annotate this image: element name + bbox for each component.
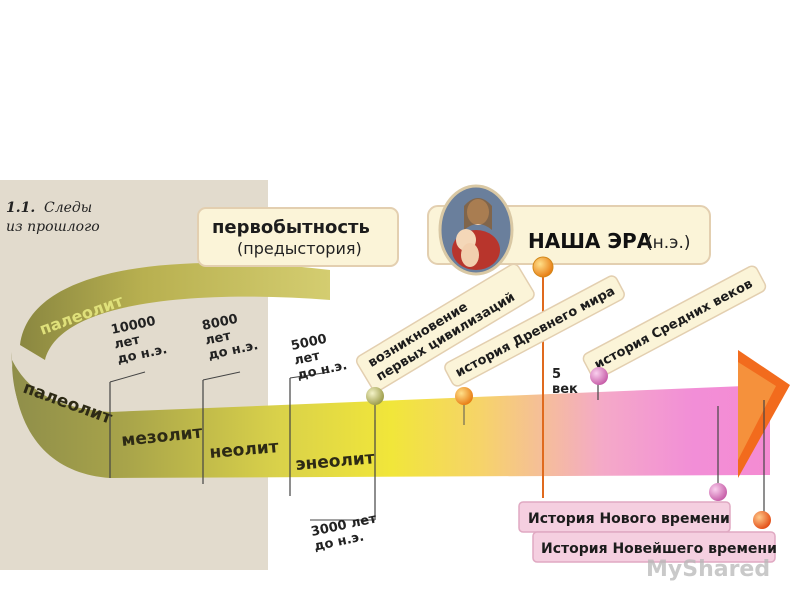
date-label-3000: 3000 лет до н.э. [310, 511, 379, 554]
figure-caption-title-2: из прошлого [6, 219, 100, 235]
contemporary-history-label: История Новейшего времени [541, 541, 777, 557]
middle-ages-bead-icon [590, 367, 608, 385]
century-5-word: век [552, 382, 578, 397]
date-5000-line2: лет [293, 348, 322, 368]
modern-history-label: История Нового времени [528, 511, 730, 527]
contemporary-history-label-box [532, 531, 776, 563]
date-8000-line1: 8000 [201, 312, 240, 334]
watermark: MyShared [646, 557, 770, 582]
madonna-portrait-icon [438, 184, 514, 276]
prehistory-subtitle: (предыстория) [237, 239, 362, 258]
tick-8000-leader [202, 371, 241, 381]
ribbon-main-band [12, 360, 770, 478]
prehistory-title: первобытность [212, 217, 370, 238]
date-10000-line2: лет [113, 332, 142, 352]
date-5000-line1: 5000 [290, 332, 329, 354]
century-5-number: 5 [552, 367, 561, 382]
middle-ages-tag-box [582, 265, 767, 380]
our-era-bead-icon [532, 256, 554, 278]
our-era-abbr: (н.э.) [646, 233, 691, 253]
ancient-history-tag-box [444, 275, 625, 387]
figure-caption-number: 1.1. [6, 200, 35, 216]
civilizations-bead-icon [366, 387, 384, 405]
contemporary-history-bead-icon [753, 511, 771, 529]
date-label-5000: 5000 лет до н.э. [290, 332, 349, 384]
time-arrow-highlight [738, 362, 776, 460]
modern-history-bead-icon [709, 483, 727, 501]
our-era-title: НАША ЭРА [528, 229, 653, 253]
date-8000-line2: лет [204, 328, 233, 348]
civilizations-tag: возникновение первых цивилизаций [355, 263, 535, 392]
ribbon-back-arc [20, 262, 330, 360]
tick-5000-leader [289, 371, 331, 379]
civilizations-tag-box [355, 263, 535, 392]
prehistory-label-box [197, 207, 399, 267]
figure-caption-title-1: Следы [44, 200, 92, 216]
tick-10000-leader [109, 371, 146, 383]
ancient-history-bead-icon [455, 387, 473, 405]
